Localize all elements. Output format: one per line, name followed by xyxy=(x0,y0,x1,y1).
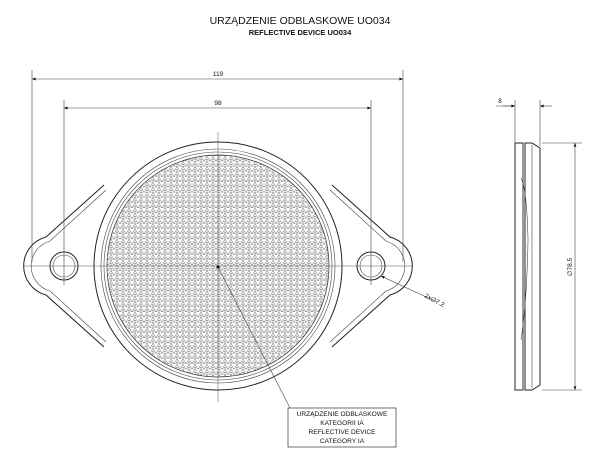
dimension-hole-diameter: 2x∅7.2 xyxy=(380,275,446,309)
dimension-reflector-diameter: ∅78.5 xyxy=(542,142,582,391)
label-leader-line xyxy=(217,266,291,409)
front-view xyxy=(23,132,413,402)
category-label-box: URZĄDZENIE ODBLASKOWE KATEGORII IA REFLE… xyxy=(287,407,397,448)
label-line: KATEGORII IA xyxy=(320,420,364,427)
dimension-reflector-diameter-label: ∅78.5 xyxy=(567,257,574,276)
dimension-thickness-label: 8 xyxy=(498,98,502,105)
title-main: URZĄDZENIE ODBLASKOWE UO034 xyxy=(210,15,391,27)
dimension-overall-width: 119 xyxy=(31,70,404,262)
dimension-hole-spacing: 98 xyxy=(63,100,372,285)
flange-outline xyxy=(23,184,413,348)
title-sub: REFLECTIVE DEVICE UO034 xyxy=(249,28,352,37)
dimension-hole-spacing-label: 98 xyxy=(214,100,222,107)
dimension-hole-diameter-label: 2x∅7.2 xyxy=(423,293,446,309)
label-line: URZĄDZENIE ODBLASKOWE xyxy=(297,411,388,418)
label-line: CATEGORY IA xyxy=(320,438,365,445)
dimension-overall-width-label: 119 xyxy=(213,71,224,78)
dimension-thickness: 8 xyxy=(496,98,552,146)
side-view xyxy=(514,142,541,391)
label-line: REFLECTIVE DEVICE xyxy=(308,429,376,436)
